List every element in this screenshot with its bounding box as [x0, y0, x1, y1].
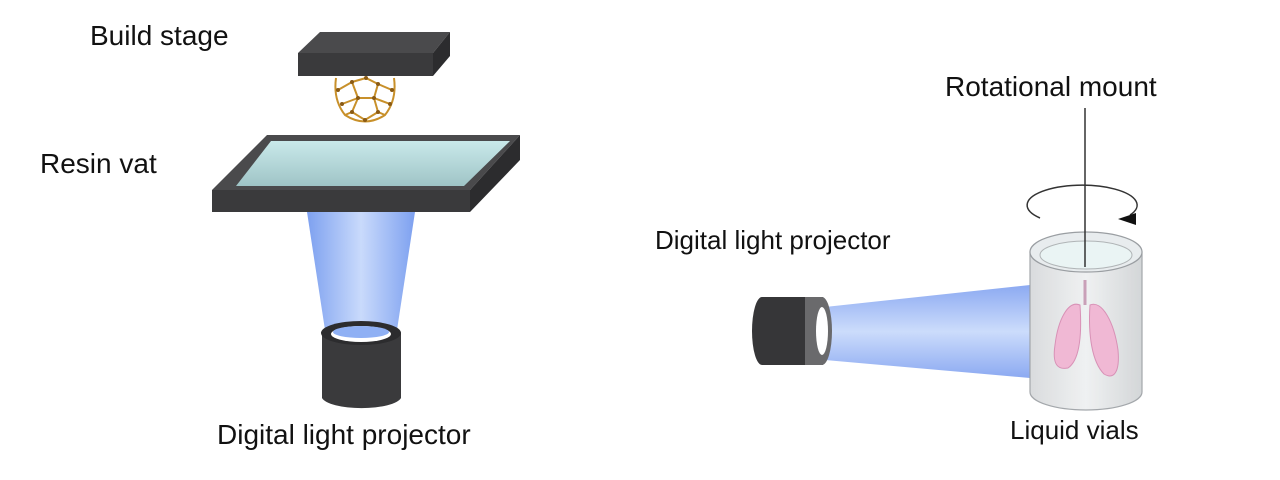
light-beam: [307, 212, 415, 330]
projector-icon: [752, 297, 832, 365]
liquid-vial: [1029, 231, 1143, 411]
right-projector-label: Digital light projector: [655, 225, 891, 255]
lung-model-icon: [1053, 280, 1119, 377]
build-stage-label: Build stage: [90, 20, 229, 51]
projector-icon: [321, 321, 401, 409]
rotation-arrow-icon: [1118, 213, 1136, 225]
resin-vat: [212, 135, 520, 212]
light-beam: [825, 285, 1030, 378]
rotational-mount-label: Rotational mount: [945, 71, 1157, 102]
resin-vat-label: Resin vat: [40, 148, 157, 179]
rotational-mount: [1026, 108, 1138, 267]
left-projector-label: Digital light projector: [217, 419, 471, 450]
build-stage: [298, 32, 450, 76]
printed-structure-icon: [334, 76, 396, 123]
liquid-vials-label: Liquid vials: [1010, 415, 1139, 445]
